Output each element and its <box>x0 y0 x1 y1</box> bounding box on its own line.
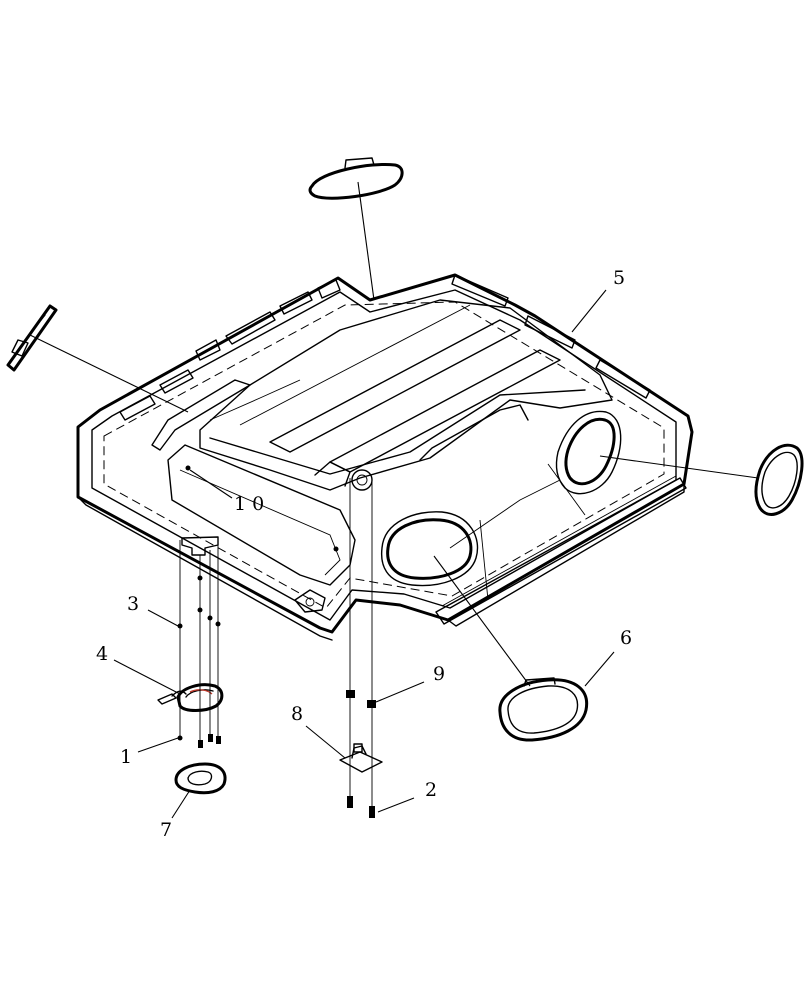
callout-1: 1 <box>120 746 132 768</box>
callout-2: 2 <box>425 779 437 801</box>
callout-6: 6 <box>620 627 632 649</box>
headliner-panel <box>76 273 694 641</box>
callout-9: 9 <box>433 663 445 685</box>
leader-6a <box>433 555 531 687</box>
callout-5: 5 <box>613 267 625 289</box>
right-lens-part <box>754 443 804 516</box>
leader-top-lens <box>357 181 375 301</box>
dome-lens-part <box>498 677 589 742</box>
leader-7 <box>171 789 191 819</box>
left-fastener-column <box>177 540 221 748</box>
leader-6b <box>584 651 615 687</box>
callout-8: 8 <box>291 703 303 725</box>
callout-10: 1 0 <box>234 493 264 515</box>
callout-4: 4 <box>96 643 108 665</box>
callout-7: 7 <box>160 819 172 841</box>
leader-right-lens <box>599 455 759 479</box>
leader-9 <box>375 681 425 703</box>
leader-5 <box>571 289 607 333</box>
right-fastener-column <box>339 478 383 818</box>
leader-left-strip <box>29 334 189 413</box>
leader-2 <box>377 797 415 813</box>
leader-3 <box>147 609 179 627</box>
leader-8 <box>305 725 346 759</box>
top-lens-part <box>308 157 404 200</box>
leader-10 <box>189 469 233 499</box>
callout-3: 3 <box>127 593 139 615</box>
leader-1 <box>137 737 179 753</box>
leader-4 <box>113 659 181 695</box>
left-strip-part <box>6 304 58 372</box>
bezel-part <box>174 762 227 795</box>
left-dome-light <box>157 683 224 712</box>
